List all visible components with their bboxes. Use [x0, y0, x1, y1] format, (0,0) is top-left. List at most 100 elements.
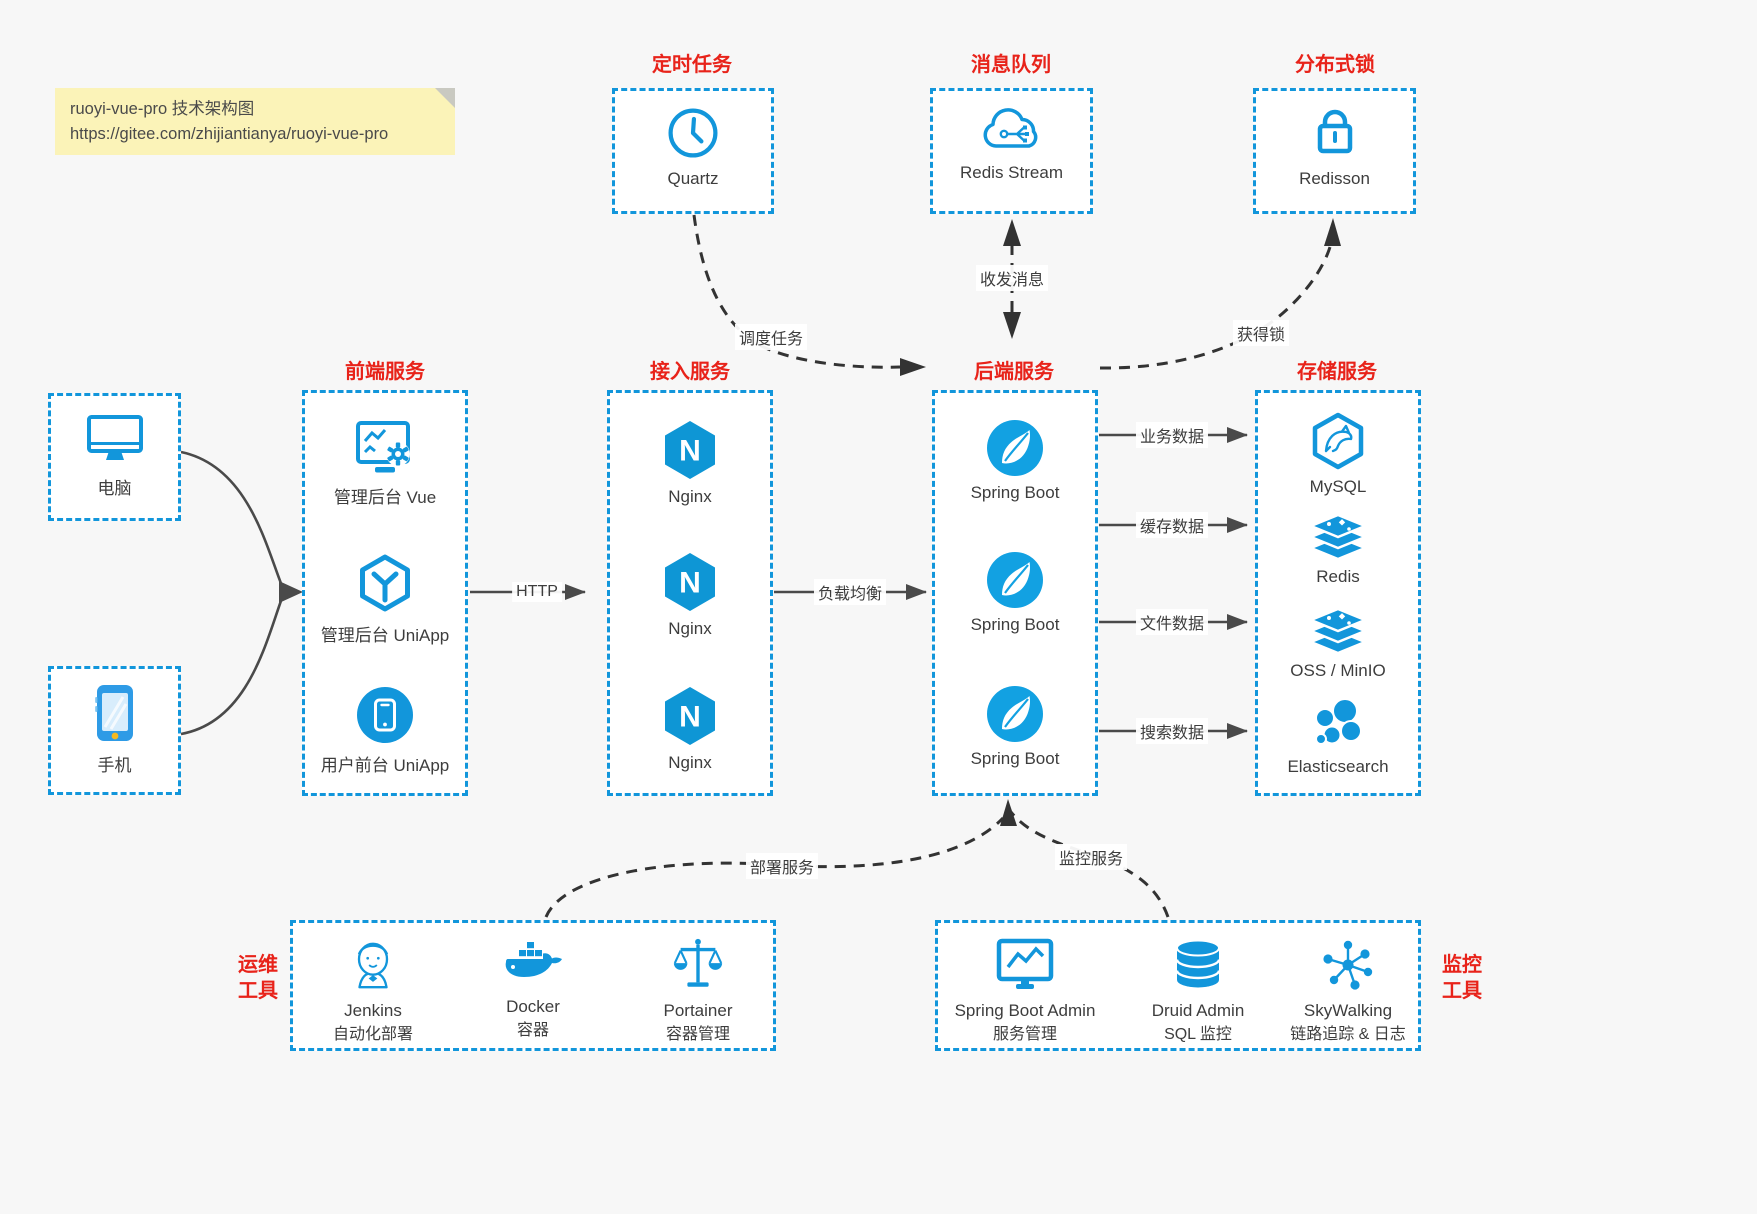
node-user-uniapp: 用户前台 UniApp — [305, 685, 465, 776]
edge-label-http: HTTP — [512, 582, 562, 602]
portainer-scales-icon — [673, 938, 723, 987]
node-redisson: Redisson — [1256, 105, 1413, 189]
node-label: Elasticsearch — [1287, 757, 1389, 776]
mysql-icon — [1312, 412, 1364, 470]
lock-icon — [1317, 109, 1352, 154]
note-title: ruoyi-vue-pro 技术架构图 — [70, 99, 255, 118]
arrow-acquire-lock — [1099, 246, 1332, 370]
svg-text:N: N — [679, 567, 701, 600]
admin-monitor-icon — [996, 938, 1054, 989]
note-fold-corner — [435, 88, 455, 108]
svg-text:N: N — [679, 435, 701, 468]
svg-text:N: N — [679, 701, 701, 734]
box-backend: Spring Boot Spring Boot Spring Boot — [932, 390, 1098, 796]
node-nginx-3: N Nginx — [610, 685, 770, 773]
edge-label-file-data: 文件数据 — [1135, 609, 1209, 635]
edge-label-load-balance: 负载均衡 — [813, 579, 887, 605]
node-nginx-1: N Nginx — [610, 419, 770, 507]
title-frontend: 前端服务 — [345, 361, 425, 383]
uniapp-cube-icon — [360, 554, 410, 612]
edge-label-acquire-lock: 获得锁 — [1232, 320, 1290, 346]
node-admin-uniapp: 管理后台 UniApp — [305, 551, 465, 646]
tool-portainer: Portainer 容器管理 — [613, 937, 783, 1047]
tool-name: SkyWalking — [1303, 1001, 1393, 1020]
docker-icon — [505, 942, 562, 977]
box-redisson: Redisson — [1253, 88, 1416, 214]
arrowhead-schedule — [900, 358, 926, 376]
edge-label-cache-data: 缓存数据 — [1135, 512, 1209, 538]
edge-label-business-data: 业务数据 — [1135, 422, 1209, 448]
node-oss-minio: OSS / MinIO — [1258, 599, 1418, 681]
arrowhead-messaging-up — [1003, 219, 1021, 246]
node-label: MySQL — [1309, 477, 1367, 496]
tool-desc: 链路追踪 & 日志 — [1290, 1026, 1406, 1043]
label-monitor-line1: 监控 — [1442, 954, 1482, 976]
node-phone: 手机 — [51, 683, 178, 776]
label-monitor-line2: 工具 — [1442, 980, 1482, 1002]
label-ops-line2: 工具 — [238, 980, 278, 1002]
arrowhead-messaging-down — [1003, 312, 1021, 339]
arrowhead-lock — [1324, 218, 1341, 246]
nginx-icon: N — [665, 553, 715, 611]
node-admin-vue: 管理后台 Vue — [305, 419, 465, 508]
box-gateway: N Nginx N Nginx N Nginx — [607, 390, 773, 796]
tool-spring-boot-admin: Spring Boot Admin 服务管理 — [940, 937, 1110, 1047]
box-phone-client: 手机 — [48, 666, 181, 795]
node-label: 用户前台 UniApp — [320, 756, 450, 775]
node-label: 管理后台 Vue — [333, 488, 437, 507]
database-icon — [1175, 939, 1221, 988]
box-monitor-tools: Spring Boot Admin 服务管理 Druid Admin SQL 监… — [935, 920, 1421, 1051]
node-redis-stream: Redis Stream — [933, 105, 1090, 183]
spring-boot-icon — [987, 420, 1043, 476]
topology-icon — [1323, 940, 1373, 990]
node-label: Redis Stream — [960, 163, 1063, 182]
box-storage: MySQL Redis OSS / MinIO — [1255, 390, 1421, 796]
node-label: OSS / MinIO — [1290, 661, 1386, 680]
jenkins-icon — [357, 942, 389, 989]
tool-jenkins: Jenkins 自动化部署 — [288, 937, 458, 1047]
node-mysql: MySQL — [1258, 411, 1418, 497]
box-redis-stream: Redis Stream — [930, 88, 1093, 214]
node-label: 管理后台 UniApp — [320, 626, 450, 645]
admin-vue-icon — [356, 421, 410, 473]
user-app-icon — [357, 687, 413, 743]
arrowhead-frontend — [279, 581, 303, 603]
tool-desc: SQL 监控 — [1164, 1026, 1232, 1043]
sticky-note: ruoyi-vue-pro 技术架构图 https://gitee.com/zh… — [55, 88, 455, 155]
oss-stack-icon — [1307, 607, 1369, 655]
node-label: Spring Boot — [970, 483, 1060, 502]
title-gateway: 接入服务 — [650, 361, 730, 383]
node-springboot-3: Spring Boot — [935, 685, 1095, 769]
node-label: Nginx — [668, 619, 712, 638]
arrow-phone-to-frontend — [180, 597, 284, 736]
node-redis: Redis — [1258, 505, 1418, 587]
title-storage: 存储服务 — [1297, 361, 1377, 383]
box-frontend: 管理后台 Vue 管理后台 UniApp 用户前台 UniApp — [302, 390, 468, 796]
node-quartz: Quartz — [615, 105, 771, 189]
tool-desc: 自动化部署 — [332, 1026, 413, 1043]
node-label: Quartz — [667, 169, 719, 188]
label-ops-line1: 运维 — [238, 954, 278, 976]
arrowhead-backend-bottom — [1000, 799, 1017, 826]
cloud-mq-icon — [983, 108, 1037, 148]
edge-label-messaging: 收发消息 — [975, 265, 1049, 291]
label-monitor-tools: 监控 工具 — [1442, 952, 1482, 1004]
nginx-icon: N — [665, 421, 715, 479]
tool-name: Druid Admin — [1151, 1001, 1245, 1020]
tool-name: Spring Boot Admin — [954, 1001, 1096, 1020]
title-distributed-lock: 分布式锁 — [1295, 54, 1375, 76]
node-label: Redisson — [1299, 169, 1370, 188]
node-pc: 电脑 — [51, 410, 178, 499]
node-label: 电脑 — [97, 479, 132, 498]
spring-boot-icon — [987, 686, 1043, 742]
tool-druid-admin: Druid Admin SQL 监控 — [1113, 937, 1283, 1047]
smartphone-icon — [94, 685, 133, 741]
tool-docker: Docker 容器 — [448, 937, 618, 1043]
tool-skywalking: SkyWalking 链路追踪 & 日志 — [1263, 937, 1433, 1047]
node-label: Spring Boot — [970, 749, 1060, 768]
elasticsearch-icon — [1315, 698, 1362, 745]
arrow-pc-to-frontend — [180, 450, 284, 587]
edge-label-schedule-task: 调度任务 — [734, 324, 808, 350]
node-elasticsearch: Elasticsearch — [1258, 695, 1418, 777]
